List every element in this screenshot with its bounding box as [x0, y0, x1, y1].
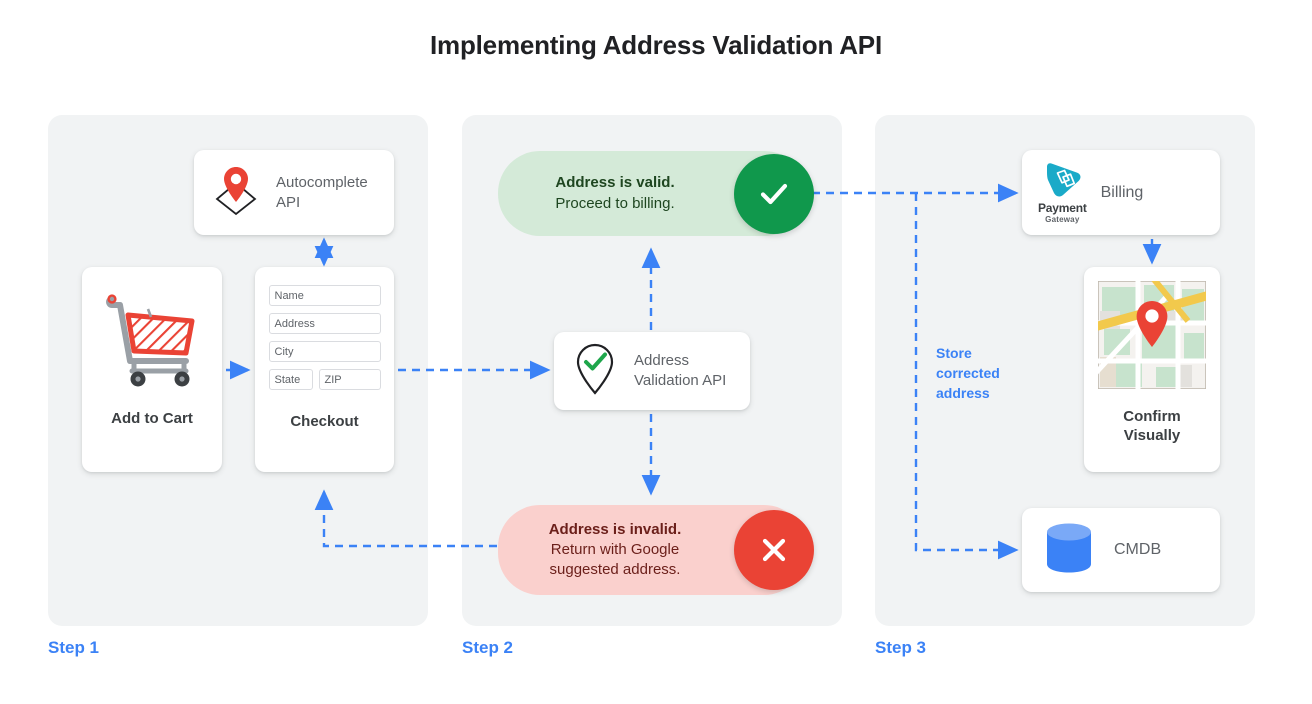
cmdb-card[interactable]: CMDB [1022, 508, 1220, 592]
database-cylinder-icon [1044, 521, 1094, 580]
step-3-label: Step 3 [875, 638, 927, 657]
state-zip-field-row: State ZIP [268, 369, 381, 390]
page-title: Implementing Address Validation API [430, 30, 882, 60]
step-1-label: Step 1 [48, 638, 100, 657]
name-field[interactable]: Name [268, 285, 381, 306]
address-invalid-pill: Address is invalid. Return with Google s… [498, 505, 814, 595]
address-field[interactable]: Address [268, 313, 381, 334]
close-x-icon [734, 510, 814, 590]
add-to-cart-label: Add to Cart [111, 410, 193, 427]
name-field-row: Name [268, 285, 381, 306]
city-field-row: City [268, 341, 381, 362]
billing-card[interactable]: Payment Gateway Billing [1022, 150, 1220, 235]
confirm-visually-label: Confirm Visually [1123, 408, 1181, 444]
map-thumbnail-icon [1090, 275, 1212, 394]
address-validation-api-card[interactable]: Address Validation API [554, 332, 750, 410]
address-valid-text: Address is valid. Proceed to billing. [555, 174, 675, 212]
address-validation-api-label: Address Validation API [634, 352, 727, 389]
checkmark-icon [734, 154, 814, 234]
address-valid-pill: Address is valid. Proceed to billing. [498, 151, 814, 236]
map-pin-diamond-icon [208, 162, 264, 223]
store-corrected-address-note: Store corrected address [936, 345, 1000, 401]
city-field[interactable]: City [268, 341, 381, 362]
pin-checkmark-icon [570, 341, 620, 402]
cmdb-label: CMDB [1114, 541, 1162, 559]
autocomplete-api-card[interactable]: Autocomplete API [194, 150, 394, 235]
checkout-label: Checkout [290, 413, 359, 430]
address-invalid-text: Address is invalid. Return with Google s… [548, 520, 682, 579]
step-2-label: Step 2 [462, 638, 514, 657]
payment-gateway-subtitle: Gateway [1045, 215, 1080, 224]
billing-label: Billing [1100, 183, 1144, 201]
add-to-cart-card[interactable]: Add to Cart [82, 267, 222, 472]
payment-gateway-name: Payment [1038, 201, 1087, 215]
confirm-visually-card[interactable]: Confirm Visually [1084, 267, 1220, 472]
state-field[interactable]: State [268, 369, 313, 390]
checkout-card[interactable]: Name Address City State ZIP Checkout [255, 267, 394, 472]
zip-field[interactable]: ZIP [318, 369, 381, 390]
autocomplete-api-label: Autocomplete API [276, 173, 368, 211]
address-field-row: Address [268, 313, 381, 334]
payment-gateway-logo: Payment Gateway [1038, 161, 1087, 224]
shopping-cart-icon [98, 283, 206, 396]
